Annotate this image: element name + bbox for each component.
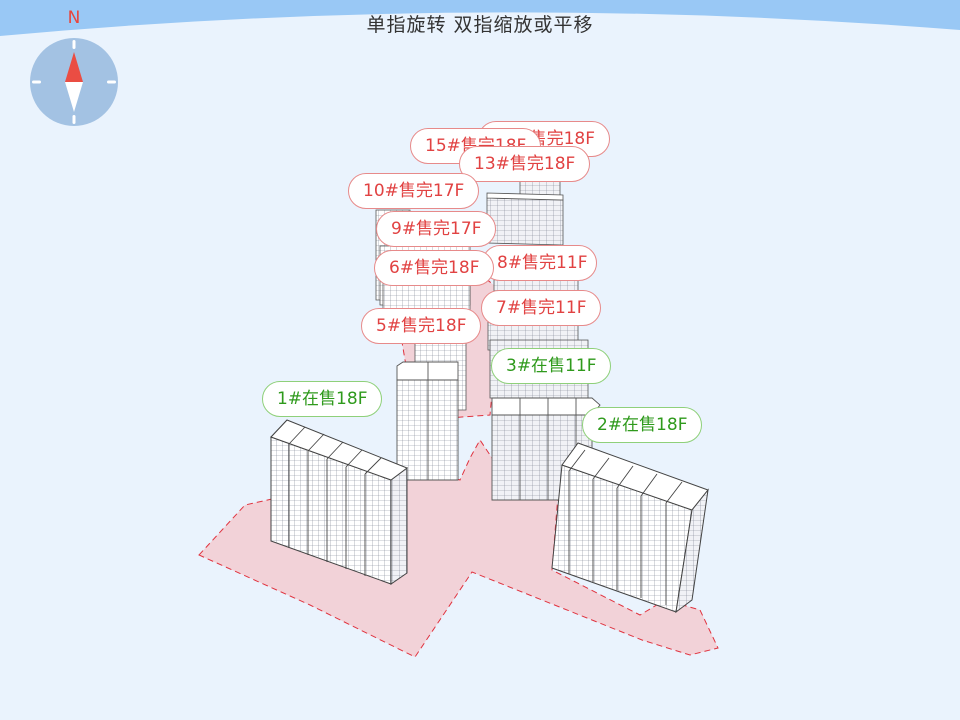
label-building-9[interactable]: 9#售完17F	[376, 211, 497, 247]
building-1[interactable]	[270, 419, 409, 585]
label-building-1[interactable]: 1#在售18F	[262, 381, 383, 417]
label-building-10[interactable]: 10#售完17F	[348, 173, 480, 209]
building-2[interactable]	[551, 442, 709, 614]
label-building-2[interactable]: 2#在售18F	[582, 407, 703, 443]
label-building-8[interactable]: 8#售完11F	[482, 245, 597, 281]
gesture-hint: 单指旋转 双指缩放或平移	[366, 14, 594, 36]
label-building-5[interactable]: 5#售完18F	[361, 308, 482, 344]
label-building-13[interactable]: 13#售完18F	[459, 146, 591, 182]
label-building-7[interactable]: 7#售完11F	[481, 290, 602, 326]
compass-icon	[30, 38, 118, 126]
building-13[interactable]	[486, 192, 564, 246]
label-building-6[interactable]: 6#售完18F	[374, 250, 495, 286]
compass[interactable]: N	[28, 8, 124, 130]
header-band	[0, 0, 960, 36]
north-label: N	[67, 8, 81, 28]
label-building-3[interactable]: 3#在售11F	[491, 348, 612, 384]
building-4[interactable]	[396, 361, 459, 481]
